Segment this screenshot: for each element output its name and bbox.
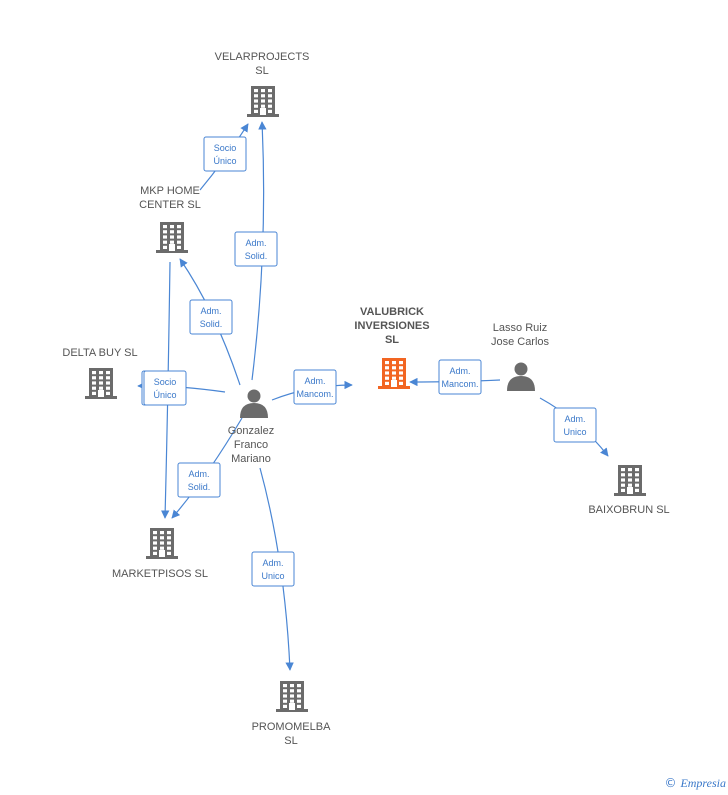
building-icon	[378, 358, 410, 389]
node-label: INVERSIONES	[354, 320, 429, 332]
node-label: CENTER SL	[139, 199, 201, 211]
edge-label-text: Adm.	[304, 376, 325, 386]
edge-label-lasso-to-baixobrun: Adm. Unico	[553, 407, 597, 443]
edge-label-lasso-to-valubrick: Adm. Mancom.	[438, 359, 482, 395]
edge-label-text: Socio	[154, 377, 177, 387]
brand-name: Empresia	[680, 776, 726, 790]
node-label: SL	[284, 735, 297, 747]
edge-label-gonzalez-to-promomelba: Adm. Unico	[251, 551, 295, 587]
building-icon	[614, 465, 646, 496]
edge-label-gonzalez-to-marketpisos: Adm. Solid.	[177, 462, 221, 498]
node-mkp[interactable]: MKP HOME CENTER SL	[139, 185, 201, 253]
edge-labels: SocioÚnicoAdm.Solid.Adm.Solid.Adm.Solid.…	[141, 136, 597, 587]
edge-label-text: Solid.	[188, 482, 211, 492]
node-label: PROMOMELBA	[252, 721, 332, 733]
edge-label-gonzalez-to-mkp: Adm. Solid.	[189, 299, 233, 335]
building-icon	[276, 681, 308, 712]
edge-label-text: Adm.	[564, 414, 585, 424]
edge-label-text: Adm.	[262, 558, 283, 568]
nodes: VELARPROJECTS SL MKP HOME CENTER SL DELTA BU…	[62, 51, 669, 747]
edge-label-text: Adm.	[449, 366, 470, 376]
edges	[137, 121, 609, 671]
edge-label-text: Solid.	[245, 251, 268, 261]
node-label: BAIXOBRUN SL	[588, 504, 669, 516]
watermark: ©Empresia	[664, 776, 726, 791]
edge-label-text: Unico	[563, 427, 586, 437]
building-icon	[85, 368, 117, 399]
node-valubrick[interactable]: VALUBRICK INVERSIONES SL	[354, 306, 430, 389]
edge-label-text: Solid.	[200, 319, 223, 329]
node-label: Lasso Ruiz	[493, 322, 547, 334]
edge-label-gonzalez-to-valubrick: Adm. Mancom.	[293, 369, 337, 405]
building-icon	[247, 86, 279, 117]
person-icon	[240, 389, 268, 418]
building-icon	[156, 222, 188, 253]
edge-label-text: Único	[153, 390, 176, 400]
node-deltabuy[interactable]: DELTA BUY SL	[62, 347, 138, 399]
node-label: VELARPROJECTS	[215, 51, 310, 63]
edge-label-text: Unico	[261, 571, 284, 581]
node-label: SL	[385, 334, 399, 346]
edge-label-text: Adm.	[188, 469, 209, 479]
node-label: MKP HOME	[140, 185, 200, 197]
building-icon	[146, 528, 178, 559]
node-label: Gonzalez	[228, 425, 274, 437]
edge-label-text: Único	[213, 156, 236, 166]
edge-label-text: Mancom.	[296, 389, 333, 399]
node-velarprojects[interactable]: VELARPROJECTS SL	[215, 51, 310, 117]
node-baixobrun[interactable]: BAIXOBRUN SL	[588, 465, 670, 516]
node-label: DELTA BUY SL	[62, 347, 137, 359]
node-label: Franco	[234, 439, 268, 451]
node-label: SL	[255, 65, 268, 77]
node-label: VALUBRICK	[360, 306, 424, 318]
edge-label-text: Adm.	[245, 238, 266, 248]
node-label: MARKETPISOS SL	[112, 568, 208, 580]
node-label: Jose Carlos	[491, 336, 550, 348]
node-promomelba[interactable]: PROMOMELBA SL	[252, 681, 332, 747]
edge-label-text: Adm.	[200, 306, 221, 316]
node-marketpisos[interactable]: MARKETPISOS SL	[112, 528, 208, 580]
edge-label-gonzalez-to-velarprojects: Adm. Solid.	[234, 231, 278, 267]
node-label: Mariano	[231, 453, 271, 465]
person-icon	[507, 362, 535, 391]
copyright-icon: ©	[664, 776, 677, 790]
edge-label-text: Mancom.	[441, 379, 478, 389]
edge-label-text: Socio	[214, 143, 237, 153]
